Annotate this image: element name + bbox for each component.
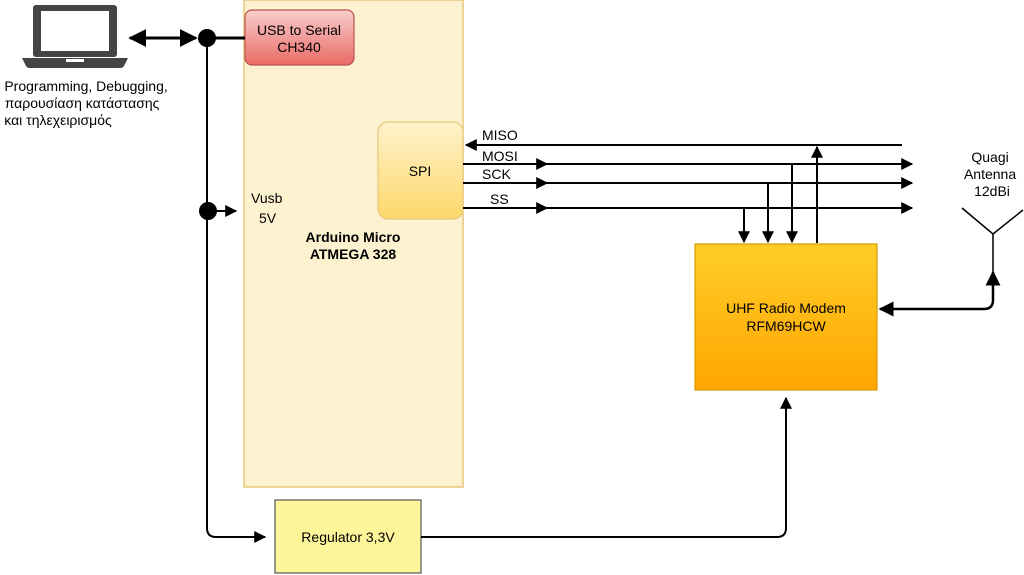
ss-label: SS (490, 191, 509, 207)
vusb-label: Vusb (251, 190, 283, 206)
laptop-caption: Programming, Debugging, παρουσίαση κατάσ… (4, 78, 171, 128)
vusb-voltage: 5V (259, 210, 277, 226)
usb-serial-line-1: USB to Serial (257, 22, 341, 38)
usb-serial-line-2: CH340 (277, 39, 321, 55)
laptop-caption-line-3: και τηλεχειρισμός (4, 112, 112, 128)
antenna-label-line-1: Quagi (971, 149, 1008, 165)
antenna-label: Quagi Antenna 12dBi (964, 149, 1020, 199)
miso-label: MISO (482, 127, 518, 143)
radio-line-1: UHF Radio Modem (726, 300, 846, 316)
antenna-label-line-2: Antenna (964, 166, 1016, 182)
antenna-label-line-3: 12dBi (974, 183, 1010, 199)
antenna-icon (961, 207, 1024, 272)
regulator-block (274, 499, 422, 574)
sck-label: SCK (482, 166, 511, 182)
radio-modem-block (694, 243, 878, 391)
arduino-block (243, 0, 464, 488)
radio-line-2: RFM69HCW (746, 318, 826, 334)
radio-antenna-arrow (878, 270, 1001, 317)
laptop-caption-line-1: Programming, Debugging, (4, 78, 167, 94)
regulator-to-radio-arrow (421, 396, 792, 538)
spi-block (377, 121, 464, 220)
laptop-icon (22, 5, 128, 68)
spi-label: SPI (409, 163, 432, 179)
laptop-caption-line-2: παρουσίαση κατάστασης (5, 95, 160, 111)
power-bus-line (206, 38, 267, 543)
regulator-label: Regulator 3,3V (301, 529, 395, 545)
arduino-subtitle: ATMEGA 328 (310, 246, 397, 262)
mosi-label: MOSI (482, 148, 518, 164)
arduino-title: Arduino Micro (306, 229, 401, 245)
